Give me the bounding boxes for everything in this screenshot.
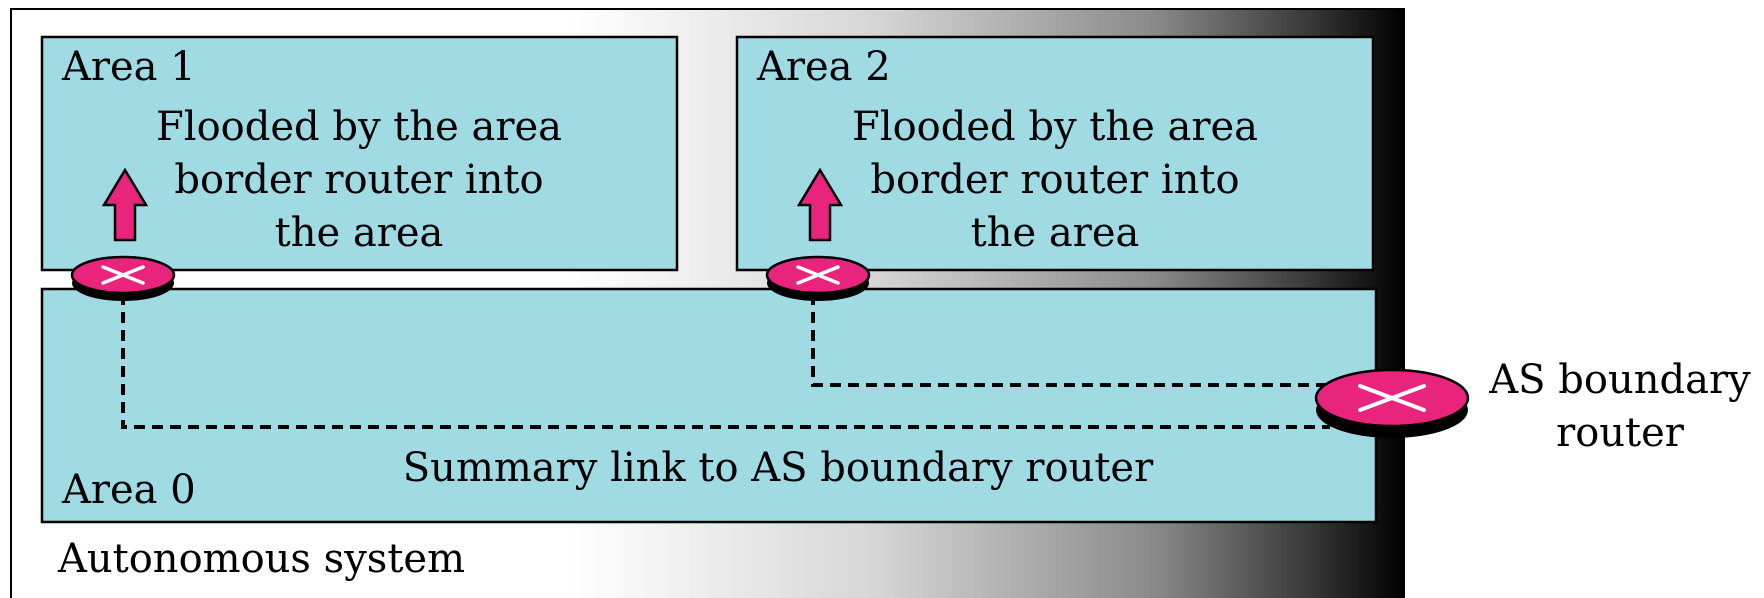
as-boundary-router-label-line-2: router — [1556, 410, 1685, 456]
area-1-box — [40, 35, 679, 272]
summary-link-path-area-2 — [811, 294, 1330, 387]
area-2-text-line-2: border router into — [870, 157, 1239, 203]
as-boundary-router-label-line-1: AS boundary — [1488, 357, 1751, 403]
area-0-box — [40, 287, 1378, 524]
autonomous-system-label: Autonomous system — [57, 536, 465, 582]
area-border-router-2 — [765, 255, 871, 301]
area-2-text-line-1: Flooded by the area — [852, 104, 1258, 150]
area-1-text-line-2: border router into — [174, 157, 543, 203]
summary-link-path-area-1 — [121, 294, 1330, 429]
as-boundary-router-x-icon — [1358, 384, 1426, 412]
summary-link-label: Summary link to AS boundary router — [403, 445, 1154, 491]
area-2-text-line-3: the area — [971, 210, 1140, 256]
router-2-x-icon — [796, 265, 840, 285]
area-2-box — [735, 35, 1375, 272]
flood-arrow-area-2 — [796, 167, 844, 242]
area-0-label: Area 0 — [61, 467, 196, 513]
flood-arrow-area-1 — [101, 167, 149, 242]
area-border-router-1 — [70, 255, 176, 301]
as-boundary-router — [1314, 368, 1470, 438]
area-2-label: Area 2 — [756, 44, 891, 90]
area-1-text-line-3: the area — [275, 210, 444, 256]
area-1-text-line-1: Flooded by the area — [156, 104, 562, 150]
area-1-label: Area 1 — [61, 44, 196, 90]
router-1-x-icon — [101, 265, 145, 285]
